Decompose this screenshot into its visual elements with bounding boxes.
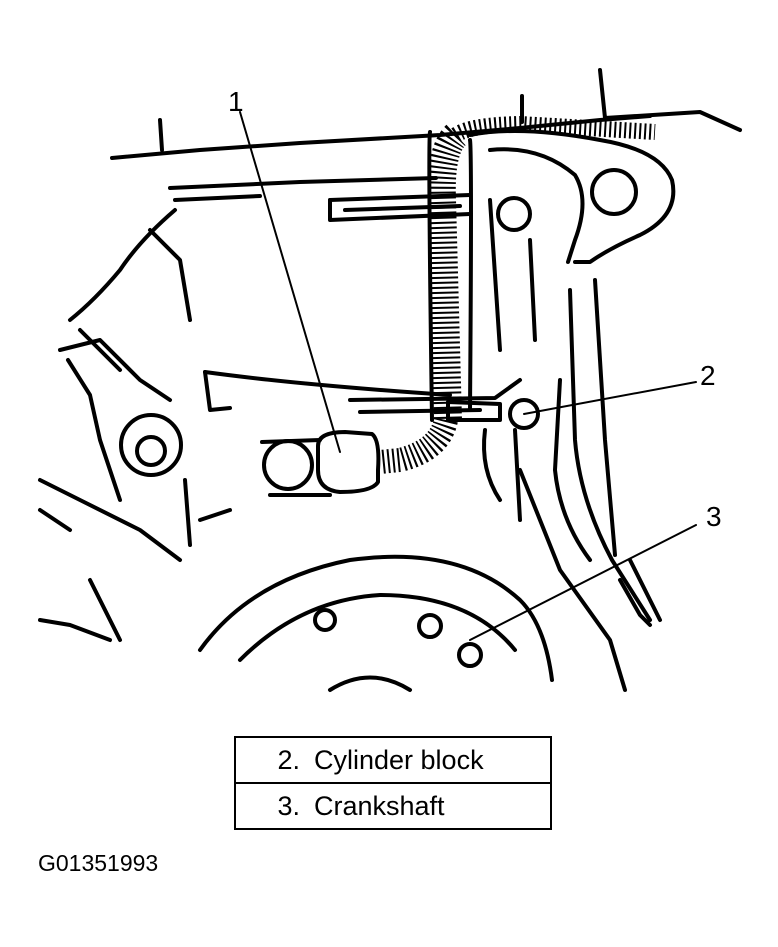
figure-id: G01351993 [38, 850, 159, 876]
wiring-harness [378, 115, 656, 474]
engine-diagram: 1 2 3 [38, 68, 742, 692]
upper-frame-lines [110, 68, 742, 202]
crankshaft-pulley [198, 554, 554, 692]
callout-2: 2 [700, 360, 716, 391]
callout-1: 1 [228, 86, 244, 117]
legend-row: 3. Crankshaft [236, 782, 550, 828]
legend-item-number: 3. [277, 790, 300, 821]
legend-item-label: Crankshaft [314, 790, 445, 821]
callout-3: 3 [706, 501, 722, 532]
crankshaft-sensor [260, 430, 381, 497]
bracket [468, 129, 676, 264]
legend-item-label: Cylinder block [314, 744, 484, 775]
engine-line-drawing [38, 68, 742, 692]
legend-row: 2. Cylinder block [236, 738, 550, 782]
right-structure [518, 278, 662, 692]
lower-bracket [203, 370, 540, 522]
left-structure [38, 208, 232, 642]
parts-legend: 2. Cylinder block 3. Crankshaft [234, 736, 552, 830]
sensor-bracket-arm [328, 193, 537, 352]
leader-lines [239, 111, 697, 641]
legend-item-number: 2. [277, 744, 300, 775]
